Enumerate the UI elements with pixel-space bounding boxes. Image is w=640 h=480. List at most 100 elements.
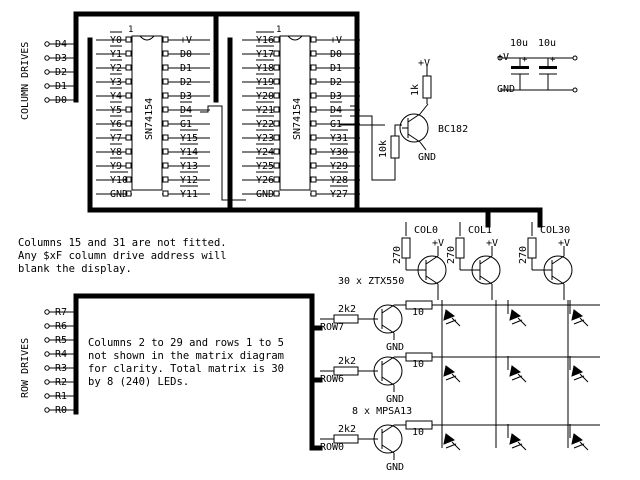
ztx550-label: 30 x ZTX550 (338, 276, 404, 287)
ztx550-transistor (471, 246, 501, 300)
ic1-right-pin-label: +V (180, 35, 192, 46)
ic1-left-pin-label: Y6 (110, 119, 122, 130)
ic1-left-pin-label: Y9 (110, 161, 122, 172)
ic-pin (125, 148, 132, 155)
cap2-label: 10u (538, 38, 556, 49)
row-line-label: ROW0 (320, 442, 344, 453)
led (509, 365, 522, 377)
ic-pin (310, 50, 317, 57)
ztx550-transistor (417, 246, 447, 300)
ic-pin (162, 64, 169, 71)
row-input-terminal (44, 309, 50, 315)
ic1-right-pin-label: D0 (180, 49, 192, 60)
ic1-left-pin-label: Y7 (110, 133, 122, 144)
bc182-label: BC182 (438, 124, 468, 135)
ic-pin (273, 106, 280, 113)
led (443, 433, 456, 445)
ic-pin (125, 176, 132, 183)
ic1-right-pin-label: Y13 (180, 161, 198, 172)
ic-pin (273, 36, 280, 43)
ic2-left-pin-label: GND (256, 189, 274, 200)
ic-pin (273, 64, 280, 71)
ic2-right-pin-label: Y27 (330, 189, 348, 200)
ic2-right-pin-label: G1 (330, 119, 342, 130)
ic2-left-pin-label: Y26 (256, 175, 274, 186)
row-input-label: R3 (55, 363, 67, 374)
ic1-right-pin-label: D1 (180, 63, 192, 74)
led-matrix (441, 300, 589, 451)
ic-pin (273, 148, 280, 155)
resistor-1k-label: 1k (410, 84, 421, 96)
ic2-left-pin-label: Y16 (256, 35, 274, 46)
resistor-10-label: 10 (412, 307, 424, 318)
cap1-plus: + (522, 55, 528, 65)
note-columns: Columns 15 and 31 are not fitted.Any $xF… (18, 237, 227, 275)
resistor-2k2-label: 2k2 (338, 356, 356, 367)
ztx550-vplus: +V (486, 238, 498, 249)
ic-pin (125, 134, 132, 141)
ic-pin (162, 176, 169, 183)
ic-pin (310, 176, 317, 183)
ic2-right-pin-label: D3 (330, 91, 342, 102)
ic-pin (162, 190, 169, 197)
mpsa13-gnd: GND (386, 342, 404, 353)
row-input-terminal (44, 393, 50, 399)
ic-pin (273, 190, 280, 197)
ic1-left-pin-label: Y1 (110, 49, 122, 60)
ic2-left-pin-label: Y22 (256, 119, 274, 130)
row-input-terminal (44, 337, 50, 343)
ic2-body (279, 35, 311, 191)
mpsa13-gnd: GND (386, 462, 404, 473)
ic2-left-pin-label: Y17 (256, 49, 274, 60)
row-input-label: R6 (55, 321, 67, 332)
resistor-2k2-label: 2k2 (338, 424, 356, 435)
resistor-270 (401, 237, 411, 259)
resistor-2k2-label: 2k2 (338, 304, 356, 315)
resistor-270-label: 270 (518, 246, 529, 264)
row-input-terminal (44, 365, 50, 371)
ic-pin (310, 64, 317, 71)
row-input-label: R5 (55, 335, 67, 346)
row-line-label: ROW7 (320, 322, 344, 333)
resistor-2k2 (333, 314, 359, 324)
ic1-left-pin-label: GND (110, 189, 128, 200)
ic-pin (162, 120, 169, 127)
ic2-right-pin-label: Y31 (330, 133, 348, 144)
row-drives-label: ROW DRIVES (20, 338, 31, 398)
note-matrix-line: Columns 2 to 29 and rows 1 to 5 (88, 337, 284, 349)
resistor-1k (422, 75, 432, 99)
ic2-right-pin-label: D2 (330, 77, 342, 88)
ic1-pin1-marker: 1 (128, 25, 133, 35)
ic-pin (273, 78, 280, 85)
column-input-terminal (44, 69, 50, 75)
ic-pin (162, 36, 169, 43)
ic2-left-pin-label: Y24 (256, 147, 274, 158)
ic1-right-pin-label: D4 (180, 105, 192, 116)
ic-pin (273, 162, 280, 169)
ic1-left-pin-label: Y8 (110, 147, 122, 158)
ic-pin (310, 120, 317, 127)
ic1-body (131, 35, 163, 191)
column-input-terminal (44, 41, 50, 47)
ic-pin (162, 148, 169, 155)
ic1-left-pin-label: Y5 (110, 105, 122, 116)
cap-gnd: GND (497, 84, 515, 95)
ic-pin (162, 106, 169, 113)
ic2-right-pin-label: Y30 (330, 147, 348, 158)
resistor-10k (390, 135, 400, 159)
led (443, 309, 456, 321)
ic2-name: SN74154 (292, 98, 303, 140)
cap-vplus: +V (497, 52, 509, 63)
ztx550-transistor (543, 246, 573, 300)
ic-pin (273, 50, 280, 57)
resistor-270 (527, 237, 537, 259)
ic2-right-pin-label: Y29 (330, 161, 348, 172)
column-line-label: COL1 (468, 225, 492, 236)
resistor-270 (455, 237, 465, 259)
resistor-2k2 (333, 434, 359, 444)
ic-pin (310, 78, 317, 85)
row-line-label: ROW6 (320, 374, 344, 385)
row-input-label: R4 (55, 349, 67, 360)
ic1-left-pin-label: Y0 (110, 35, 122, 46)
